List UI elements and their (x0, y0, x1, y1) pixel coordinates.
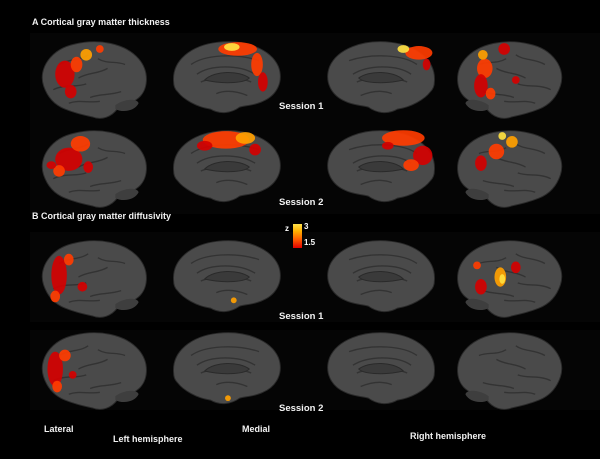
activation-blob (258, 72, 268, 92)
brain-a2-left-medial (173, 130, 281, 203)
brain-b2-left-medial (173, 332, 281, 405)
colorbar (293, 224, 302, 248)
activation-blob (488, 143, 505, 160)
activation-blob (405, 46, 433, 60)
activation-blob (225, 395, 231, 402)
brain-a1-left-medial (173, 41, 281, 114)
brain-a1-right-medial (327, 41, 435, 114)
activation-blob (50, 290, 61, 303)
activation-blob (511, 76, 520, 84)
activation-blob (382, 141, 394, 150)
activation-blob (413, 145, 433, 166)
activation-blob (251, 52, 263, 77)
medial-label: Medial (242, 424, 271, 434)
activation-blob (83, 161, 94, 173)
activation-blob (510, 261, 521, 274)
brain-a2-right-lateral (457, 130, 563, 208)
brain-b1-right-medial (327, 240, 435, 313)
brain-b1-left-medial (173, 240, 281, 313)
activation-blob (46, 161, 57, 169)
activation-blob (422, 58, 431, 71)
colorbar-min: 1.5 (304, 238, 316, 247)
activation-blob (230, 297, 237, 304)
activation-blob (53, 165, 65, 177)
activation-blob (52, 380, 62, 393)
activation-blob (95, 45, 104, 53)
activation-blob (47, 351, 63, 387)
activation-blob (70, 56, 83, 73)
activation-blob (478, 49, 488, 60)
brain-a1-right-lateral (457, 41, 563, 119)
session-label-b1: Session 1 (279, 311, 324, 322)
activation-blob (63, 253, 74, 266)
session-label-a1: Session 1 (279, 101, 324, 112)
brain-a1-left-lateral (41, 41, 147, 119)
activation-blob (55, 60, 75, 88)
activation-blob (64, 84, 77, 99)
activation-blob (499, 274, 506, 284)
activation-blob (475, 279, 487, 295)
activation-blob (59, 349, 71, 362)
activation-blob (80, 48, 93, 61)
left-hemisphere-label: Left hemisphere (113, 434, 183, 444)
activation-blob (70, 136, 91, 152)
activation-blob (235, 132, 256, 144)
activation-blob (475, 155, 487, 171)
activation-blob (77, 281, 88, 292)
activation-blob (498, 132, 507, 140)
panel-b-title: B Cortical gray matter diffusivity (32, 211, 172, 221)
activation-blob (249, 143, 261, 156)
session-label-b2: Session 2 (279, 403, 324, 414)
activation-blob (477, 58, 493, 79)
brain-b2-right-medial (327, 332, 435, 405)
activation-blob (224, 43, 240, 51)
activation-blob (403, 159, 419, 171)
brain-b2-right-lateral (457, 332, 563, 410)
session-label-a2: Session 2 (279, 197, 324, 208)
panel-a-title: A Cortical gray matter thickness (32, 17, 170, 27)
lateral-label: Lateral (44, 424, 74, 434)
activation-blob (506, 136, 518, 148)
brain-b2-left-lateral (41, 332, 147, 410)
activation-blob (485, 87, 496, 100)
activation-blob (55, 147, 83, 171)
right-hemisphere-label: Right hemisphere (410, 431, 487, 441)
activation-blob (382, 130, 425, 146)
activation-blob (68, 371, 77, 379)
activation-blob (51, 255, 67, 295)
activation-blob (196, 140, 213, 151)
activation-blob (474, 74, 488, 98)
brain-a2-right-medial (327, 130, 435, 203)
activation-blob (473, 261, 481, 270)
colorbar-label: z (285, 224, 289, 233)
brain-b1-left-lateral (41, 240, 147, 318)
colorbar-max: 3 (304, 222, 309, 231)
activation-blob (498, 43, 510, 55)
brain-a2-left-lateral (41, 130, 147, 208)
brain-b1-right-lateral (457, 240, 563, 318)
activation-blob (397, 45, 410, 53)
